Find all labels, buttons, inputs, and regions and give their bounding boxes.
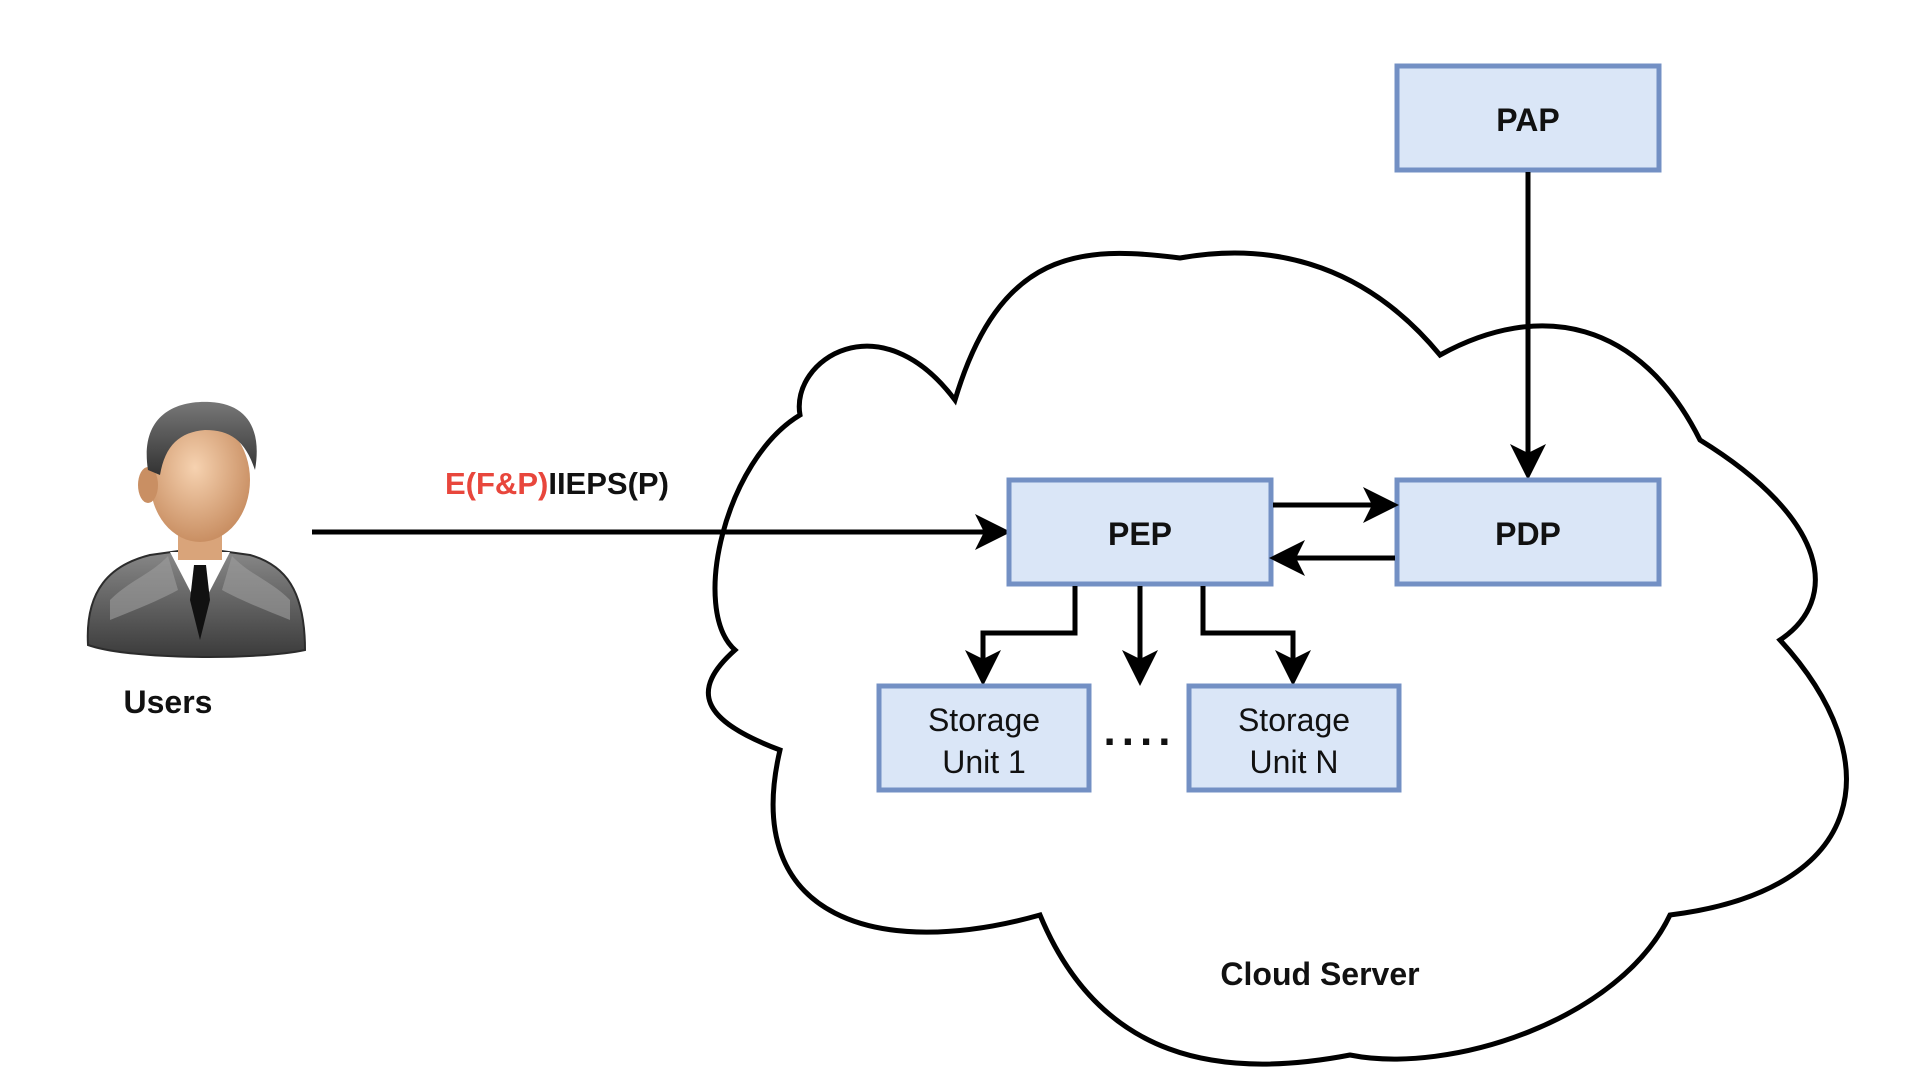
storage-unit-1-line2: Unit 1	[942, 744, 1026, 780]
message-encrypted-part: E(F&P)	[445, 466, 548, 501]
pep-label: PEP	[1108, 516, 1172, 552]
storage-unit-1-node: Storage Unit 1	[876, 683, 1092, 793]
pep-to-storage1-arrow	[965, 586, 1078, 686]
message-label: E(F&P)IIEPS(P)	[445, 466, 669, 501]
pdp-label: PDP	[1495, 516, 1561, 552]
storage-unit-1-line1: Storage	[928, 702, 1040, 738]
message-rest-part: IIEPS(P)	[548, 466, 669, 501]
users-label: Users	[124, 684, 213, 720]
pap-node: PAP	[1394, 63, 1662, 173]
cloud-server-label: Cloud Server	[1220, 956, 1419, 992]
storage-unit-n-line2: Unit N	[1250, 744, 1339, 780]
storage-ellipsis: ....	[1104, 706, 1177, 755]
pap-label: PAP	[1496, 102, 1559, 138]
storage-unit-n-line1: Storage	[1238, 702, 1350, 738]
pep-node: PEP	[1006, 477, 1274, 587]
user-icon	[86, 401, 307, 658]
cloud-shape	[706, 250, 1849, 1067]
pdp-node: PDP	[1394, 477, 1662, 587]
storage-unit-n-node: Storage Unit N	[1186, 683, 1402, 793]
pep-to-storageN-arrow	[1200, 586, 1311, 686]
